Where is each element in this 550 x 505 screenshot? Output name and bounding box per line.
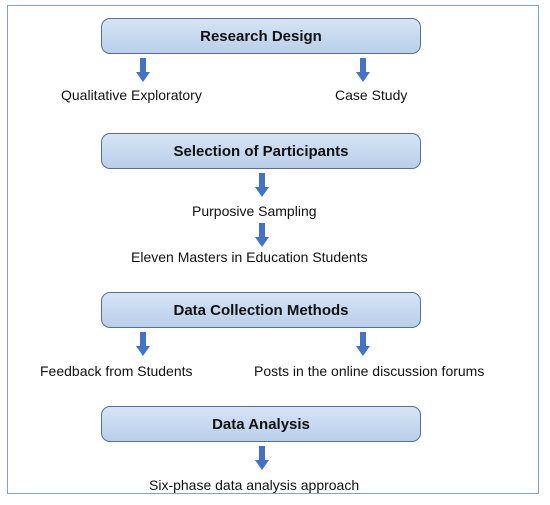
- arrow-down-icon: [136, 58, 150, 82]
- item-feedback-from-students: Feedback from Students: [40, 363, 193, 379]
- stage-title: Selection of Participants: [173, 142, 349, 160]
- item-six-phase-analysis: Six-phase data analysis approach: [149, 477, 360, 493]
- stage-box-selection-of-participants: Selection of Participants: [101, 133, 421, 169]
- arrow-down-icon: [255, 223, 269, 247]
- arrow-down-icon: [255, 173, 269, 197]
- stage-box-data-analysis: Data Analysis: [101, 406, 421, 442]
- item-qualitative-exploratory: Qualitative Exploratory: [61, 87, 202, 103]
- arrow-down-icon: [136, 332, 150, 356]
- item-purposive-sampling: Purposive Sampling: [192, 203, 317, 219]
- item-posts-discussion-forums: Posts in the online discussion forums: [254, 363, 485, 379]
- stage-title: Data Analysis: [212, 415, 310, 433]
- diagram-frame: [7, 5, 539, 494]
- item-case-study: Case Study: [335, 87, 408, 103]
- stage-box-research-design: Research Design: [101, 18, 421, 54]
- stage-box-data-collection-methods: Data Collection Methods: [101, 292, 421, 328]
- arrow-down-icon: [356, 332, 370, 356]
- stage-title: Data Collection Methods: [173, 301, 349, 319]
- arrow-down-icon: [255, 446, 269, 470]
- stage-title: Research Design: [200, 27, 322, 45]
- item-eleven-masters: Eleven Masters in Education Students: [131, 249, 368, 265]
- arrow-down-icon: [356, 58, 370, 82]
